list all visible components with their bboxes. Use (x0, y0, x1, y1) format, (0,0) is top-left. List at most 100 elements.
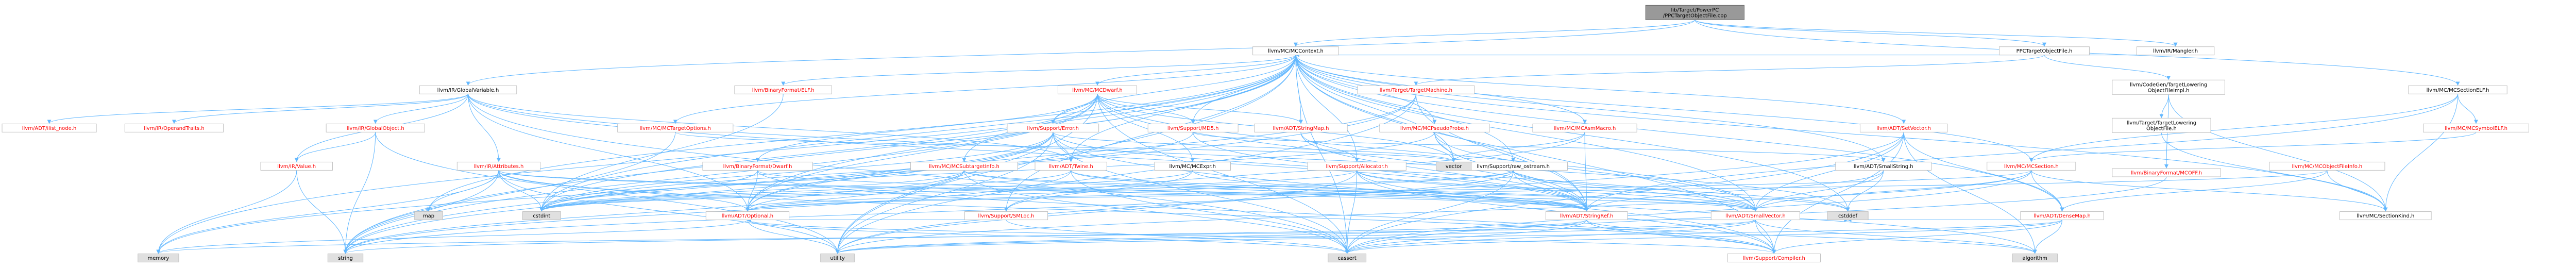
nodes-layer: lib/Target/PowerPC/PPCTargetObjectFile.c… (2, 5, 2529, 262)
graph-node-objectfileinfo[interactable]: llvm/MC/MCObjectFileInfo.h (2269, 161, 2385, 171)
edge-support_error-to-memory (156, 132, 1054, 254)
node-box (1254, 123, 1348, 132)
edge-sectionelf_h-to-sectionkind (2383, 94, 2459, 212)
graph-node-symbolelf[interactable]: llvm/MC/MCSymbolELF.h (2423, 123, 2529, 132)
graph-node-support-error[interactable]: llvm/Support/Error.h (1007, 123, 1099, 132)
edge-globalvariable-to-cstddef (468, 94, 1850, 212)
graph-node-ilist-node[interactable]: llvm/ADT/ilist_node.h (2, 123, 97, 132)
edge-mccontext-to-cstddef (1295, 55, 1850, 212)
edge-asmmacro-to-vector (1451, 132, 1585, 162)
graph-node-sectionelf-h[interactable]: llvm/MC/MCSectionELF.h (2408, 85, 2507, 94)
edge-sectionelf_h-to-symbolelf (2458, 94, 2478, 124)
graph-node-mcdwarf[interactable]: llvm/MC/MCDwarf.h (1057, 85, 1138, 94)
node-box (2408, 85, 2507, 94)
edge-stringref-to-compiler (1586, 220, 1776, 254)
node-box (2020, 211, 2104, 221)
node-label: llvm/Support/SMLoc.h (978, 213, 1034, 219)
graph-node-support-md5[interactable]: llvm/Support/MD5.h (1147, 123, 1239, 132)
graph-node-map[interactable]: map (414, 211, 443, 221)
graph-node-subtargetinfo[interactable]: llvm/MC/MCSubtargetInfo.h (910, 161, 1018, 171)
edge-optional-to-utility (747, 220, 840, 254)
graph-node-cstddef[interactable]: cstddef (1827, 211, 1869, 221)
graph-node-tlof-impl[interactable]: llvm/CodeGen/TargetLoweringObjectFileImp… (2112, 79, 2225, 95)
graph-node-sectionkind[interactable]: llvm/MC/SectionKind.h (2339, 211, 2432, 221)
graph-node-stringmap[interactable]: llvm/ADT/StringMap.h (1254, 123, 1348, 132)
graph-node-vector[interactable]: vector (1435, 161, 1472, 171)
edge-smallvector-to-memory (157, 220, 1756, 254)
edge-pseudoprobe-to-vector (1434, 132, 1456, 162)
edge-objectfileinfo-to-optional (745, 170, 2328, 212)
edge-support_error-to-compiler (1053, 132, 1776, 254)
node-label: lib/Target/PowerPC (1671, 7, 1719, 13)
edge-sectionelf_h-to-mcsection (2029, 94, 2459, 162)
node-box (2112, 79, 2225, 95)
graph-node-mccontext[interactable]: llvm/MC/MCContext.h (1252, 46, 1339, 56)
graph-node-stringref[interactable]: llvm/ADT/StringRef.h (1545, 211, 1628, 221)
edge-smallvector-to-utility (835, 220, 1756, 254)
graph-node-compiler[interactable]: llvm/Support/Compiler.h (1727, 253, 1821, 262)
graph-node-string[interactable]: string (327, 253, 364, 262)
graph-node-globalvariable[interactable]: llvm/IR/GlobalVariable.h (419, 85, 517, 94)
graph-node-twine[interactable]: llvm/ADT/Twine.h (1035, 161, 1107, 171)
node-label: vector (1446, 164, 1463, 170)
graph-node-target-machine[interactable]: llvm/Target/TargetMachine.h (1357, 85, 1475, 94)
edge-raw_ostream-to-string (343, 170, 1514, 254)
graph-node-irvalue[interactable]: llvm/IR/Value.h (260, 161, 333, 171)
edge-globalvariable-to-optional (468, 94, 750, 212)
node-box (820, 253, 855, 262)
graph-node-cassert[interactable]: cassert (1328, 253, 1367, 262)
graph-node-allocator[interactable]: llvm/Support/Allocator.h (1307, 161, 1406, 171)
graph-node-mcexpr[interactable]: llvm/MC/MCExpr.h (1154, 161, 1231, 171)
graph-node-smallvector[interactable]: llvm/ADT/SmallVector.h (1710, 211, 1800, 221)
graph-node-raw-ostream[interactable]: llvm/Support/raw_ostream.h (1459, 161, 1568, 171)
node-box (1827, 211, 1869, 221)
edge-root-to-globalvariable (466, 20, 1696, 86)
graph-node-setvector[interactable]: llvm/ADT/SetVector.h (1859, 123, 1948, 132)
edge-mcdwarf-to-mcexpr (1097, 94, 1195, 162)
graph-node-algorithm[interactable]: algorithm (2012, 253, 2058, 262)
edge-mccontext-to-binaryformat_elf (781, 55, 1296, 86)
edge-globalvariable-to-ilist_node (47, 93, 469, 124)
graph-node-ppc-tof-h[interactable]: PPCTargetObjectFile.h (1999, 46, 2090, 56)
graph-node-bfdwarf[interactable]: llvm/BinaryFormat/Dwarf.h (702, 161, 813, 171)
graph-node-mangler[interactable]: llvm/IR/Mangler.h (2136, 46, 2215, 56)
edge-mcdwarf-to-smallvector (1097, 94, 1758, 212)
node-box (456, 161, 541, 171)
graph-node-memory[interactable]: memory (138, 253, 179, 262)
node-label: llvm/IR/Value.h (277, 164, 316, 170)
edge-mccontext-to-setvector (1295, 55, 1906, 124)
graph-node-pseudoprobe[interactable]: llvm/MC/MCPseudoProbe.h (1379, 123, 1490, 132)
node-label: PPCTargetObjectFile.h (2016, 48, 2073, 54)
graph-node-mcsection[interactable]: llvm/MC/MCSection.h (1987, 161, 2076, 171)
edge-stringmap-to-stringref (1300, 132, 1589, 212)
node-label: llvm/IR/Mangler.h (2153, 48, 2198, 54)
graph-node-densemap[interactable]: llvm/ADT/DenseMap.h (2020, 211, 2104, 221)
graph-node-globalobject[interactable]: llvm/IR/GlobalObject.h (326, 123, 425, 132)
graph-node-operandtraits[interactable]: llvm/IR/OperandTraits.h (124, 123, 224, 132)
edge-support_md5-to-smallstring (1193, 131, 1886, 162)
graph-node-optional[interactable]: llvm/ADT/Optional.h (705, 211, 790, 221)
graph-node-utility[interactable]: utility (820, 253, 855, 262)
edge-stringref-to-algorithm (1586, 220, 2037, 254)
edge-support_md5-to-cstdint (539, 132, 1194, 212)
node-box (1710, 211, 1800, 221)
node-label: llvm/MC/MCSymbolELF.h (2445, 126, 2507, 131)
edge-allocator-to-algorithm (1357, 170, 2037, 254)
node-label: memory (147, 256, 169, 261)
edge-mcdwarf-to-string (343, 94, 1098, 254)
graph-node-attributes[interactable]: llvm/IR/Attributes.h (456, 161, 541, 171)
graph-node-asmmacro[interactable]: llvm/MC/MCAsmMacro.h (1532, 123, 1637, 132)
edge-allocator-to-cassert (1345, 170, 1358, 254)
graph-node-cstdint[interactable]: cstdint (522, 211, 561, 221)
graph-node-mctargetoptions[interactable]: llvm/MC/MCTargetOptions.h (617, 123, 734, 132)
graph-node-smallstring[interactable]: llvm/ADT/SmallString.h (1835, 161, 1932, 171)
graph-node-smloc[interactable]: llvm/Support/SMLoc.h (964, 211, 1048, 221)
graph-node-binaryformat-elf[interactable]: llvm/BinaryFormat/ELF.h (734, 85, 832, 94)
node-label: llvm/ADT/ilist_node.h (22, 126, 77, 131)
edge-mccontext-to-cstdint (539, 55, 1296, 212)
graph-node-root[interactable]: lib/Target/PowerPC/PPCTargetObjectFile.c… (1645, 5, 1744, 20)
graph-node-mccoff[interactable]: llvm/BinaryFormat/MCOFF.h (2112, 168, 2221, 177)
node-label: llvm/CodeGen/TargetLowering (2130, 82, 2207, 88)
